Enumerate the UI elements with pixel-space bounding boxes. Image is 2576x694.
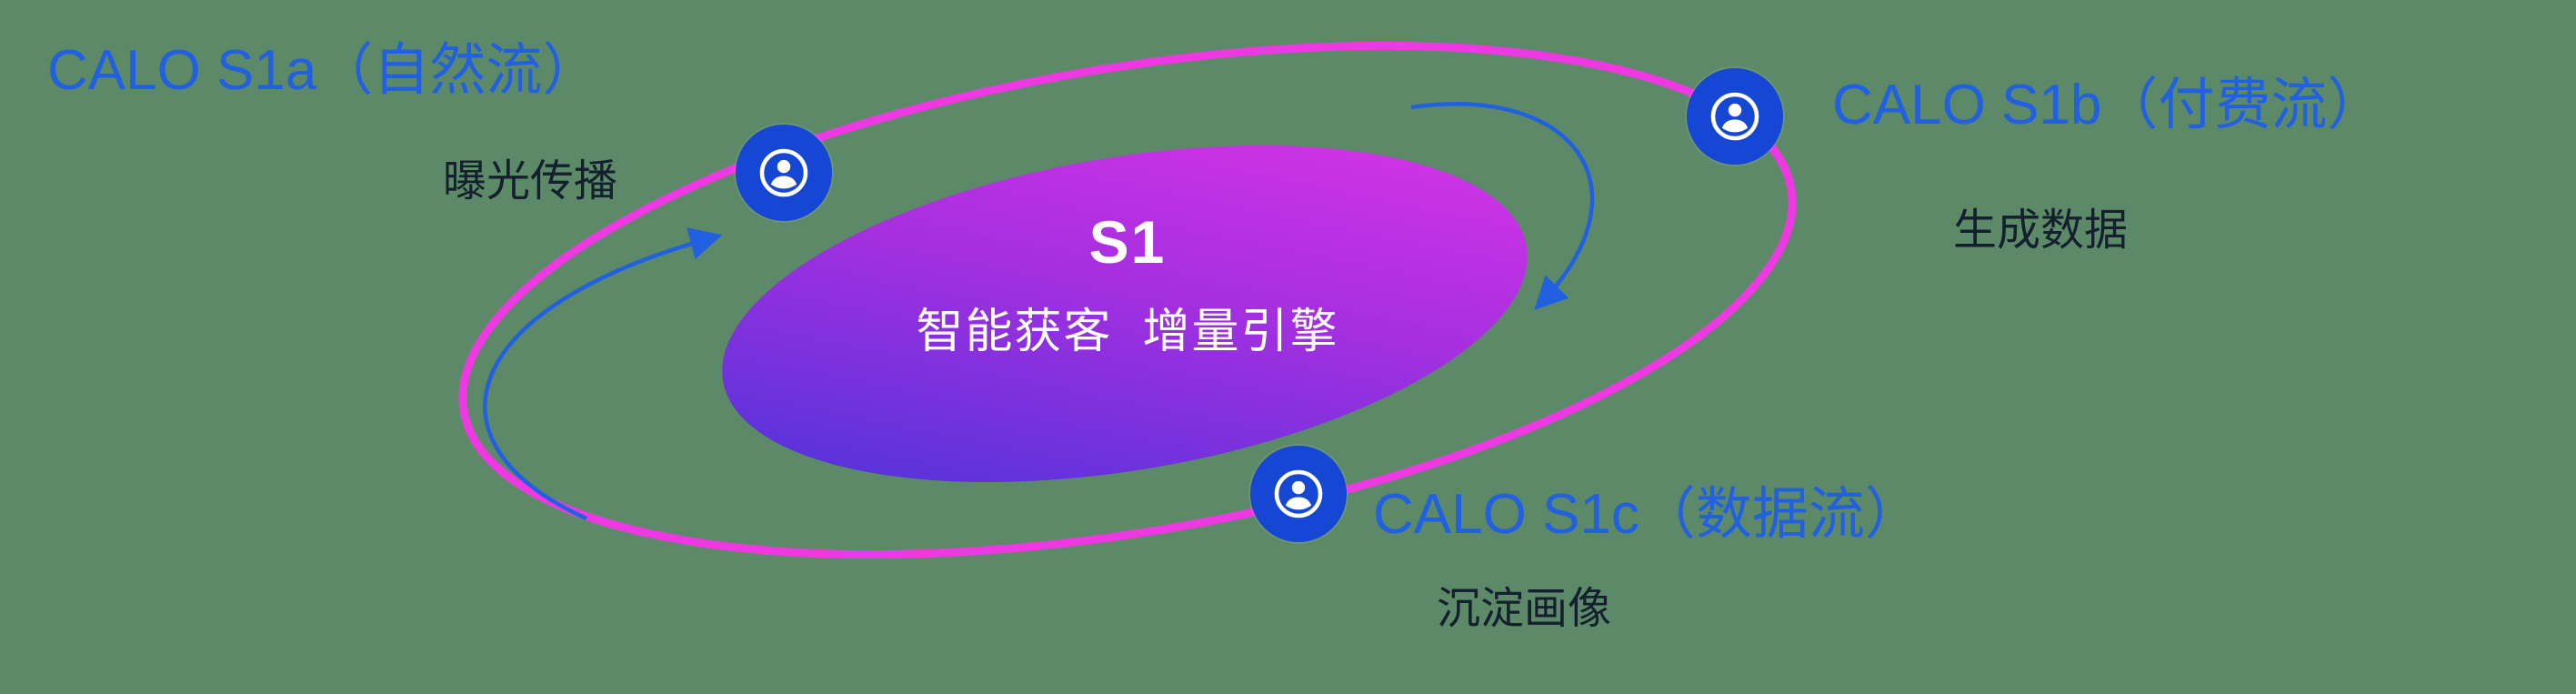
core-ellipse: [722, 145, 1528, 483]
center-subtitle: 智能获客 增量引擎: [916, 306, 1339, 358]
orbit-node-s1a: [736, 125, 832, 221]
center-label-group: S1 智能获客 增量引擎: [873, 207, 1382, 361]
node-label-s1c: CALO S1c（数据流）: [1373, 483, 1921, 546]
orbit-node-s1c: [1250, 446, 1347, 542]
arrow-left-up: [483, 227, 723, 521]
center-title: S1: [1088, 208, 1167, 276]
user-icon: [759, 148, 808, 197]
node-sublabel-s1c: 沉淀画像: [1437, 585, 1612, 633]
orbit-ring: [458, 41, 1797, 559]
node-label-s1b: CALO S1b（付费流）: [1832, 74, 2384, 136]
arrow-right-down: [1410, 102, 1595, 310]
node-label-s1a: CALO S1a（自然流）: [47, 39, 599, 102]
user-icon: [1274, 469, 1323, 518]
node-sublabel-s1b: 生成数据: [1953, 206, 2129, 255]
orbit-node-s1b: [1687, 68, 1783, 165]
user-icon: [1710, 92, 1759, 141]
node-sublabel-s1a: 曝光传播: [443, 157, 618, 206]
